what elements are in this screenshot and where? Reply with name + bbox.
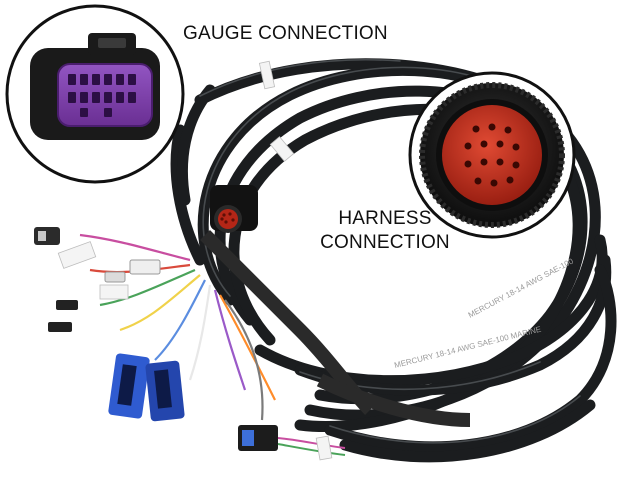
left-small-connectors <box>34 227 161 332</box>
corrugated-loom <box>200 230 471 427</box>
blue-connectors <box>108 353 185 422</box>
bottom-connector <box>238 425 346 456</box>
cable-tags <box>57 60 333 461</box>
gauge-connector-inset <box>5 4 185 184</box>
harness-label-line2: CONNECTION <box>320 231 450 253</box>
harness-plug <box>210 185 258 233</box>
harness-label-line1: HARNESS <box>338 208 432 229</box>
colored-wires <box>79 233 276 421</box>
harness-connection-label: HARNESS CONNECTION <box>315 207 455 255</box>
harness-connector-inset <box>408 71 576 239</box>
gauge-connection-label: GAUGE CONNECTION <box>183 23 388 44</box>
